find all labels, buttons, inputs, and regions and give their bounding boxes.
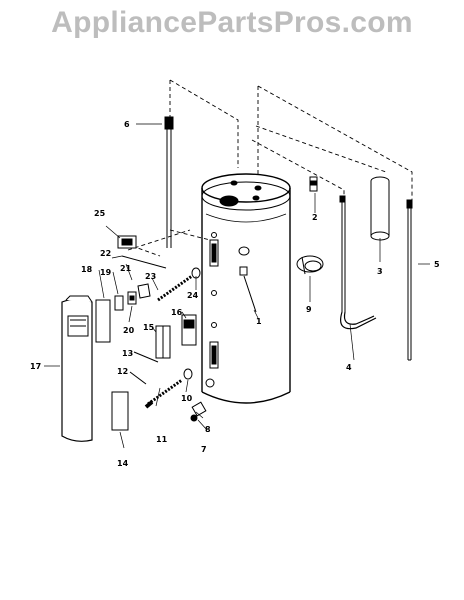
part-15-thermostat bbox=[155, 325, 171, 359]
part-4-dip-tube bbox=[339, 195, 377, 330]
part-5-anode-rod bbox=[406, 199, 413, 361]
part-label: 14 bbox=[117, 459, 129, 468]
part-11-heating-element bbox=[144, 378, 183, 409]
part-label: 16 bbox=[171, 308, 183, 317]
part-label: 3 bbox=[377, 267, 383, 276]
part-6-rod bbox=[164, 116, 174, 248]
part-label: 23 bbox=[145, 272, 156, 281]
leader-lines bbox=[44, 123, 430, 449]
part-9-gasket bbox=[296, 255, 324, 275]
part-label: 17 bbox=[30, 362, 41, 371]
part-label: 13 bbox=[122, 349, 133, 358]
part-label: 24 bbox=[187, 291, 199, 300]
part-label: 8 bbox=[205, 425, 211, 434]
part-1-fitting bbox=[239, 266, 257, 313]
part-10-gasket bbox=[183, 368, 193, 380]
part-label: 7 bbox=[201, 445, 207, 454]
part-22-wire bbox=[121, 255, 167, 269]
part-label: 2 bbox=[312, 213, 318, 222]
part-label: 21 bbox=[120, 264, 132, 273]
part-label: 9 bbox=[306, 305, 312, 314]
part-label: 1 bbox=[256, 317, 262, 326]
part-label: 12 bbox=[117, 367, 128, 376]
part-label: 6 bbox=[124, 120, 130, 129]
part-label: 19 bbox=[100, 268, 112, 277]
part-16-thermostat bbox=[181, 314, 197, 346]
part-2-nipple bbox=[309, 176, 318, 192]
part-14-access-cover bbox=[111, 391, 129, 431]
water-heater-tank bbox=[201, 173, 291, 404]
part-label: 25 bbox=[94, 209, 106, 218]
part-label: 20 bbox=[123, 326, 135, 335]
part-label: 18 bbox=[81, 265, 93, 274]
part-label: 22 bbox=[100, 249, 111, 258]
part-labels: 1 2 3 4 5 6 7 8 9 10 11 12 13 14 15 16 1… bbox=[30, 120, 440, 468]
site-watermark: AppliancePartsPros.com bbox=[51, 6, 413, 39]
part-19-bracket bbox=[114, 295, 124, 311]
part-25-cover bbox=[117, 235, 137, 249]
part-20-clip bbox=[127, 291, 137, 305]
part-label: 11 bbox=[156, 435, 168, 444]
part-label: 4 bbox=[346, 363, 352, 372]
assembly-guide-lines bbox=[127, 79, 413, 257]
part-8-drain-valve bbox=[190, 401, 207, 422]
part-17-jacket-cover bbox=[61, 295, 93, 442]
part-12-13-wires bbox=[129, 351, 159, 385]
part-label: 15 bbox=[143, 323, 155, 332]
part-18-cover-plate bbox=[95, 299, 111, 343]
part-3-sleeve bbox=[370, 176, 390, 241]
part-21-bracket bbox=[137, 283, 151, 299]
part-label: 5 bbox=[434, 260, 440, 269]
part-label: 10 bbox=[181, 394, 193, 403]
